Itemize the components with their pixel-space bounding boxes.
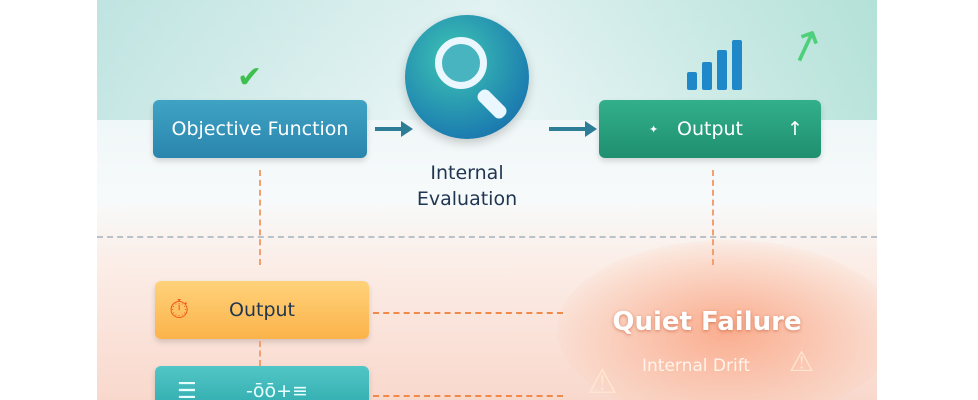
objective-function-box: Objective Function xyxy=(153,100,367,158)
output-label: Output xyxy=(229,299,295,321)
internal-drift-label: Internal Drift xyxy=(642,356,751,376)
up-arrow-icon: ↑ xyxy=(787,118,803,140)
dashed-arrow xyxy=(373,395,563,397)
metrics-box: ☰ -ōō+≡ xyxy=(155,366,369,400)
dashed-connector xyxy=(259,341,261,366)
divider xyxy=(97,236,877,238)
magnifier-icon xyxy=(405,15,529,139)
warning-icon: ⚠ xyxy=(587,362,618,400)
arrow-right xyxy=(549,121,597,137)
quiet-failure-title: Quiet Failure xyxy=(612,307,802,337)
dashed-arrow xyxy=(373,312,563,314)
check-icon: ✔ xyxy=(237,60,263,95)
bar-chart-icon xyxy=(687,40,742,90)
list-icon: ☰ xyxy=(177,378,197,400)
objective-label: Objective Function xyxy=(171,118,349,140)
warning-icon: ⚠ xyxy=(789,345,815,378)
output-box-top: ✦ Output ↑ xyxy=(599,100,821,158)
dashed-connector xyxy=(259,170,261,265)
metrics-label: -ōō+≡ xyxy=(246,380,308,400)
output-box-bottom: ⏱ Output xyxy=(155,281,369,339)
dashed-connector xyxy=(712,170,714,265)
arrow-right xyxy=(375,121,413,137)
timer-icon: ⏱ xyxy=(169,294,190,325)
failure-cloud xyxy=(557,240,877,400)
output-label: Output xyxy=(677,118,743,140)
sparkle-icon: ✦ xyxy=(649,122,659,136)
